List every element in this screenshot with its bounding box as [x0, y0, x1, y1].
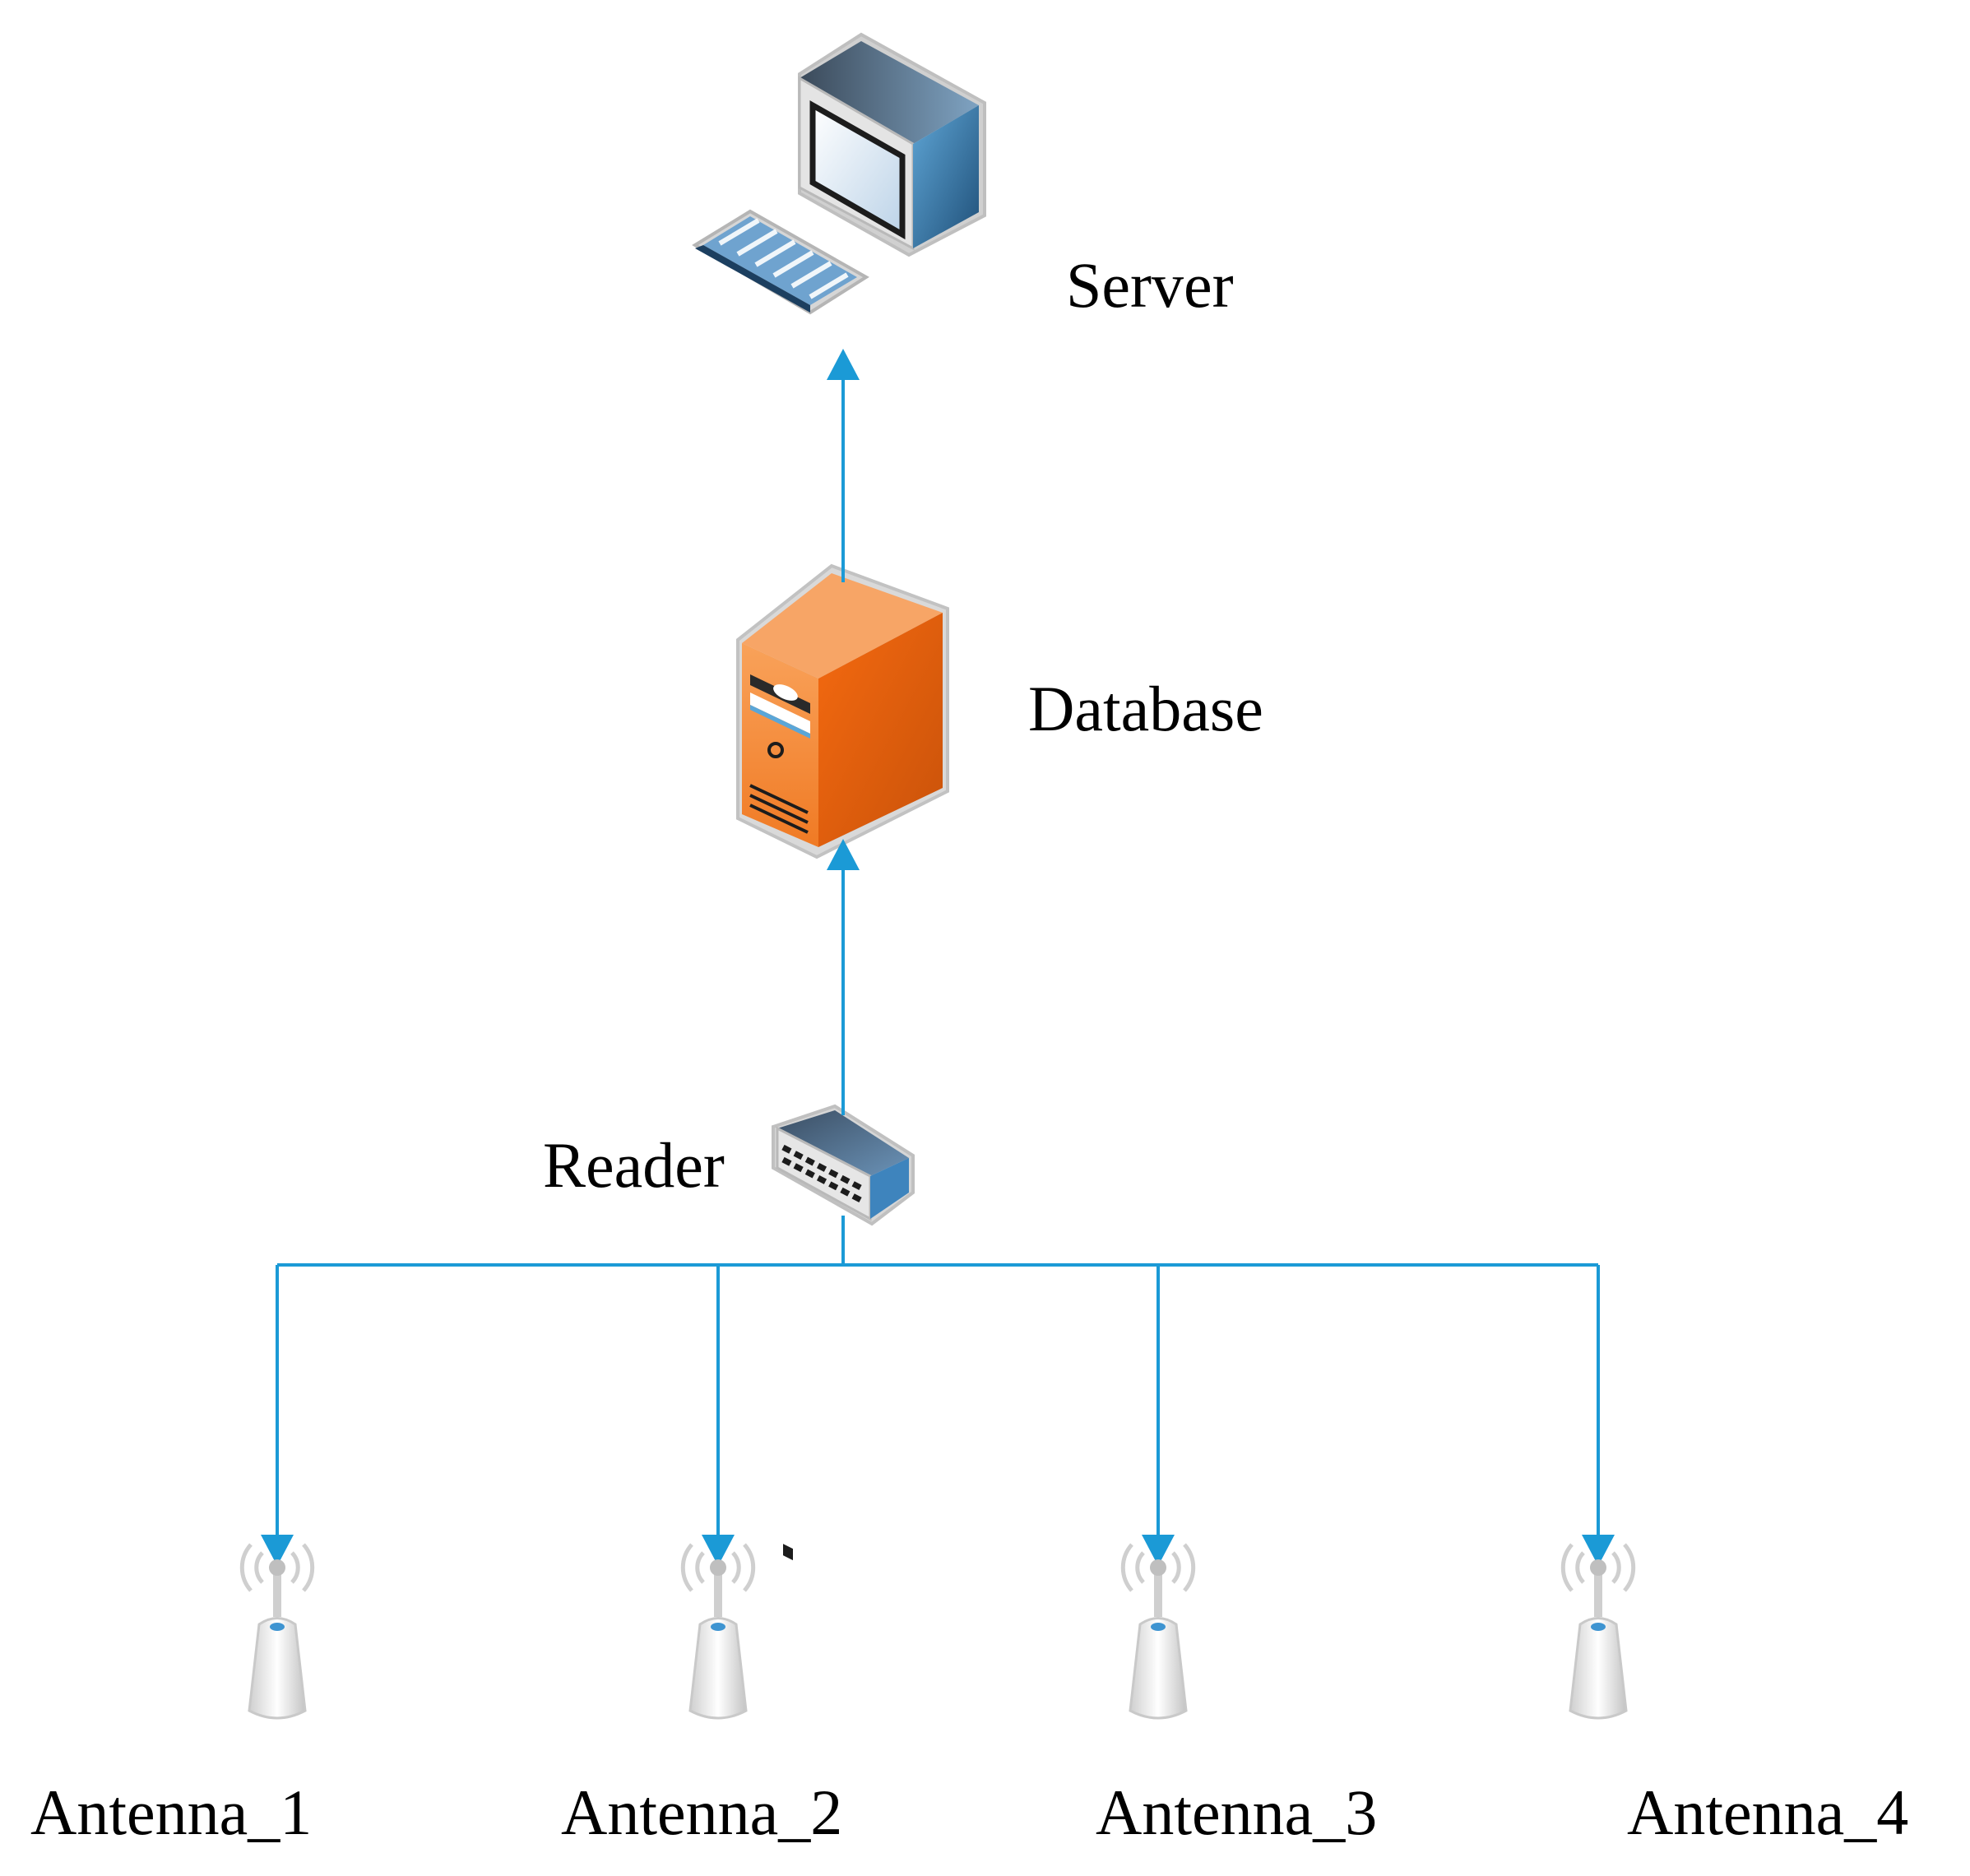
database-label: Database [1028, 673, 1263, 744]
antenna-2-icon [680, 1543, 756, 1720]
database-server-icon [736, 563, 949, 859]
server-label: Server [1066, 249, 1234, 321]
arrow-down-to-antenna-1-icon [261, 1535, 294, 1566]
antenna-3-label: Antenna_3 [1096, 1776, 1378, 1848]
arrowheads [261, 349, 1615, 1566]
computer-icon [692, 32, 986, 315]
reader-device-icon [772, 1104, 915, 1561]
connector-lines [276, 380, 1600, 1535]
reader-label: Reader [543, 1129, 725, 1201]
antenna-2-label: Antenna_2 [561, 1776, 843, 1848]
arrow-up-to-server-icon [827, 349, 860, 380]
antenna-4-icon [1560, 1543, 1636, 1720]
antenna-4-label: Antenna_4 [1627, 1776, 1909, 1848]
antenna-3-icon [1120, 1543, 1196, 1720]
antenna-1-icon [239, 1543, 315, 1720]
arrow-down-to-antenna-2-icon [702, 1535, 735, 1566]
antenna-1-label: Antenna_1 [30, 1776, 313, 1848]
arrow-up-to-database-icon [827, 839, 860, 870]
arrow-down-to-antenna-3-icon [1142, 1535, 1175, 1566]
arrow-down-to-antenna-4-icon [1582, 1535, 1615, 1566]
